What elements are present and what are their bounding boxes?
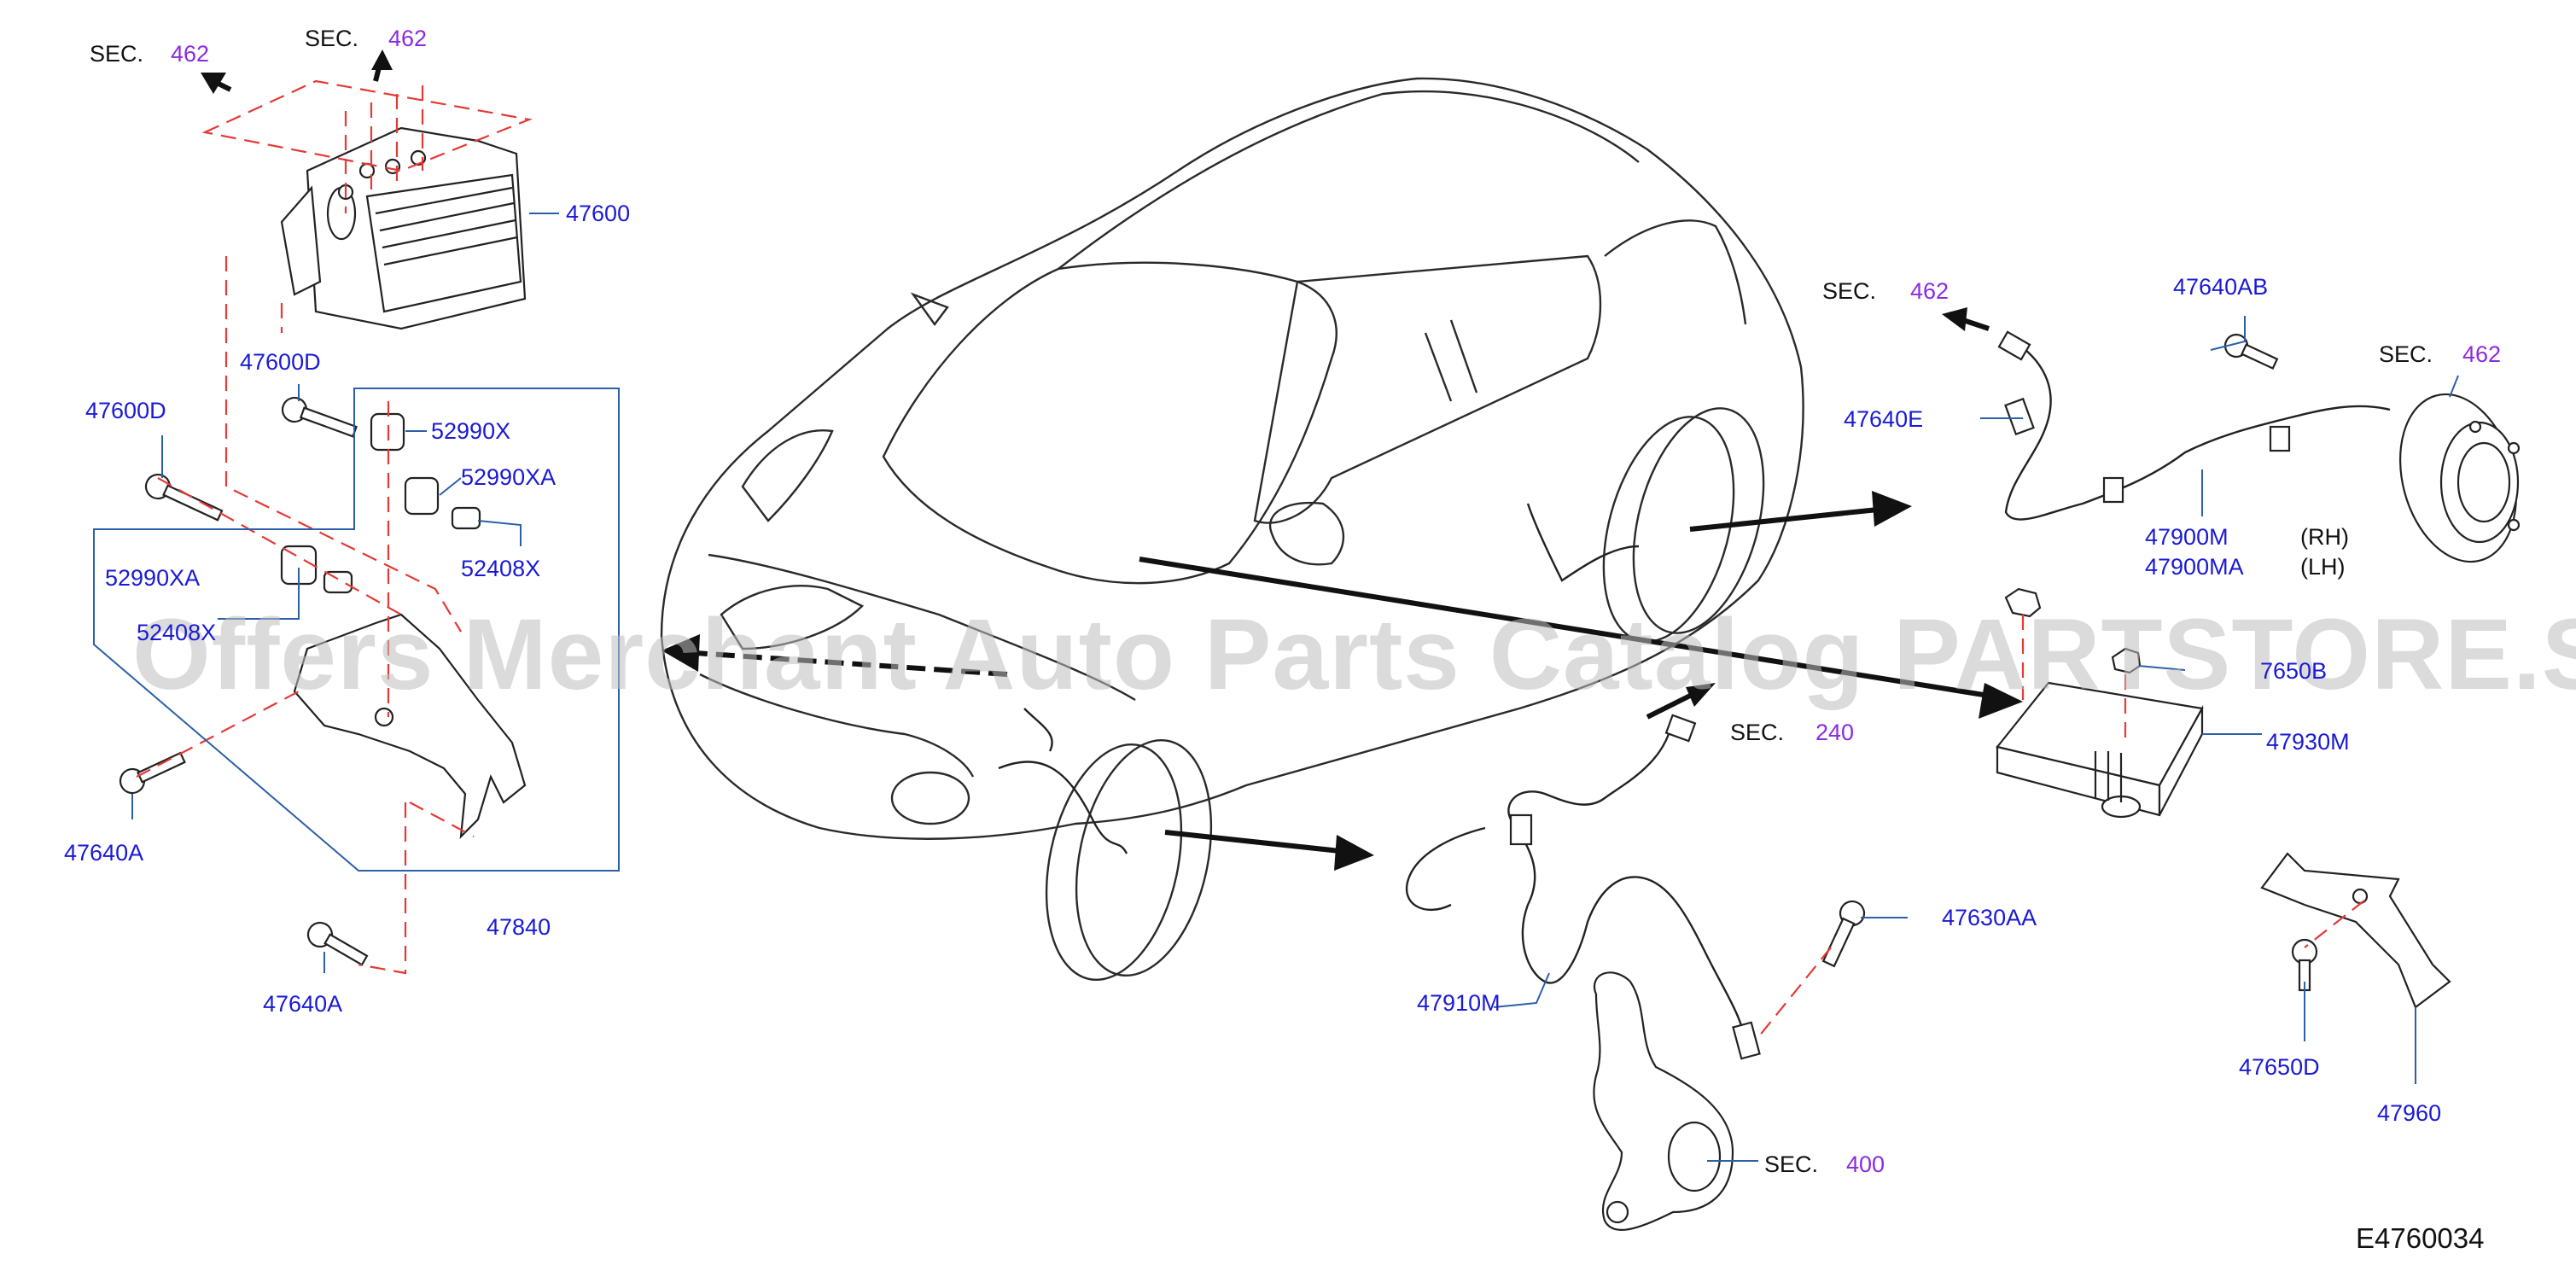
sec-number-3[interactable]: 462 — [1910, 278, 1949, 304]
sec-number-2[interactable]: 462 — [388, 26, 427, 51]
sec-prefix: SEC. — [305, 26, 358, 51]
part-label-47640e[interactable]: 47640E — [1844, 406, 1923, 432]
vehicle-outline — [660, 77, 1804, 982]
part-label-47600d[interactable]: 47600D — [240, 349, 321, 375]
front-wheel-sensor — [1405, 714, 1866, 1231]
sec-prefix: SEC. — [1764, 1151, 1818, 1177]
part-label-47640ab[interactable]: 47640AB — [2173, 274, 2268, 300]
sec-prefix: SEC. — [1822, 278, 1876, 304]
suffix-lh: (LH) — [2300, 554, 2346, 580]
sec-number-1[interactable]: 462 — [171, 41, 209, 67]
sec-prefix: SEC. — [1730, 720, 1784, 745]
part-label-47900ma[interactable]: 47900MA — [2145, 554, 2244, 580]
yaw-rate-sensor — [1996, 587, 2204, 819]
callout-frame — [93, 388, 620, 872]
part-label-52990x[interactable]: 52990X — [431, 418, 510, 444]
abs-actuator — [280, 126, 527, 330]
sec-number-6[interactable]: 400 — [1846, 1151, 1885, 1177]
leader-lines — [131, 213, 2459, 1162]
part-label-47900m[interactable]: 47900M — [2145, 524, 2229, 550]
part-label-47640a[interactable]: 47640A — [64, 840, 143, 866]
rear-wheel-sensor — [1997, 330, 2521, 563]
sec-number-5[interactable]: 240 — [1815, 720, 1854, 745]
suffix-rh: (RH) — [2300, 524, 2349, 550]
part-label-47960[interactable]: 47960 — [2377, 1100, 2441, 1126]
part-label-47640a[interactable]: 47640A — [263, 991, 342, 1017]
part-label-47930m[interactable]: 47930M — [2266, 729, 2350, 755]
sec-number-4[interactable]: 462 — [2462, 341, 2501, 367]
part-label-47600d[interactable]: 47600D — [85, 398, 166, 423]
flow-arrows — [201, 50, 2023, 871]
part-label-47600[interactable]: 47600 — [566, 201, 630, 226]
diagram-code: E4760034 — [2356, 1222, 2484, 1254]
part-label-52990xa[interactable]: 52990XA — [461, 464, 556, 490]
watermark: Offers Merchant Auto Parts Catalog PARTS… — [132, 598, 2576, 711]
part-label-47650d[interactable]: 47650D — [2239, 1054, 2320, 1080]
guide-lines-left — [136, 79, 533, 975]
part-label-52408x[interactable]: 52408X — [137, 620, 216, 645]
sec-prefix: SEC. — [2379, 341, 2433, 367]
sensor-bracket — [2260, 852, 2451, 1009]
sec-prefix: SEC. — [90, 41, 143, 67]
part-labels: 47600 47600D 47600D 52990X 52990XA 52408… — [64, 201, 2441, 1126]
part-label-52408x[interactable]: 52408X — [461, 556, 540, 581]
part-label-7650b[interactable]: 7650B — [2260, 658, 2327, 684]
section-labels: SEC. 462 SEC. 462 SEC. 462 SEC. 462 SEC.… — [90, 26, 2501, 1177]
part-label-47630aa[interactable]: 47630AA — [1942, 905, 2037, 930]
part-label-47840[interactable]: 47840 — [487, 914, 551, 940]
part-label-47910m[interactable]: 47910M — [1417, 990, 1501, 1016]
part-label-52990xa[interactable]: 52990XA — [105, 565, 200, 591]
